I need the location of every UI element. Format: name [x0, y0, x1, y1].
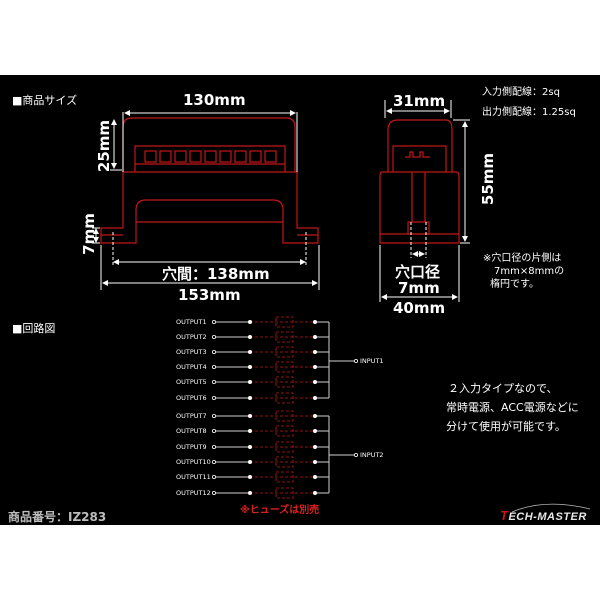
product-number: 商品番号：IZ283	[8, 510, 107, 524]
output-label: OUTPUT1	[176, 318, 207, 326]
feature-line-3: 分けて使用が可能です。	[446, 420, 566, 433]
hole-note-line-2: 7mm×8mmの	[494, 266, 565, 277]
dim-hole-label: 穴口径	[395, 263, 441, 281]
tech-master-logo: TECH-MASTER	[500, 508, 587, 523]
size-section-title: ■商品サイズ	[12, 94, 78, 107]
dim-total-width-153: 153mm	[178, 286, 241, 304]
input-label: INPUT1	[360, 357, 384, 365]
output-label: OUTPUT9	[176, 443, 207, 451]
output-label: OUTPUT5	[176, 378, 207, 386]
fuse-sold-separately-note: ※ヒューズは別売	[240, 505, 320, 516]
circuit-section-title: ■回路図	[12, 322, 56, 335]
hole-note-line-3: 楕円です。	[490, 279, 539, 290]
hole-note-line-1: ※穴口径の片側は	[483, 253, 562, 264]
output-label: OUTPUT4	[176, 363, 207, 371]
output-label: OUTPUT2	[176, 333, 207, 341]
output-label: OUTPUT12	[176, 489, 211, 497]
feature-line-2: 常時電源、ACC電源などに	[446, 401, 579, 414]
dim-width-130: 130mm	[183, 91, 246, 109]
dim-side-top-31: 31mm	[393, 92, 446, 110]
dim-hole-pitch: 穴間：138mm	[162, 265, 270, 283]
spec-input-wiring: 入力側配線：2sq	[482, 87, 560, 98]
input-label: INPUT2	[360, 451, 384, 459]
side-view-outline	[379, 119, 460, 244]
logo-text: ECH-MASTER	[508, 511, 587, 523]
logo-initial: T	[500, 508, 509, 523]
feature-line-1: ２入力タイプなので、	[448, 382, 558, 395]
diagram-panel	[0, 75, 600, 525]
output-label: OUTPUT3	[176, 348, 207, 356]
output-label: OUTPUT8	[176, 427, 207, 435]
dim-hole-size-7: 7mm	[398, 279, 440, 297]
spec-output-wiring: 出力側配線：1.25sq	[482, 107, 576, 118]
output-label: OUTPUT6	[176, 394, 207, 402]
output-label: OUTPUT7	[176, 412, 207, 420]
dim-side-base-40: 40mm	[393, 299, 446, 317]
output-label: OUTPUT11	[176, 473, 211, 481]
circuit-diagram	[211, 316, 358, 499]
output-label: OUTPUT10	[176, 458, 211, 466]
